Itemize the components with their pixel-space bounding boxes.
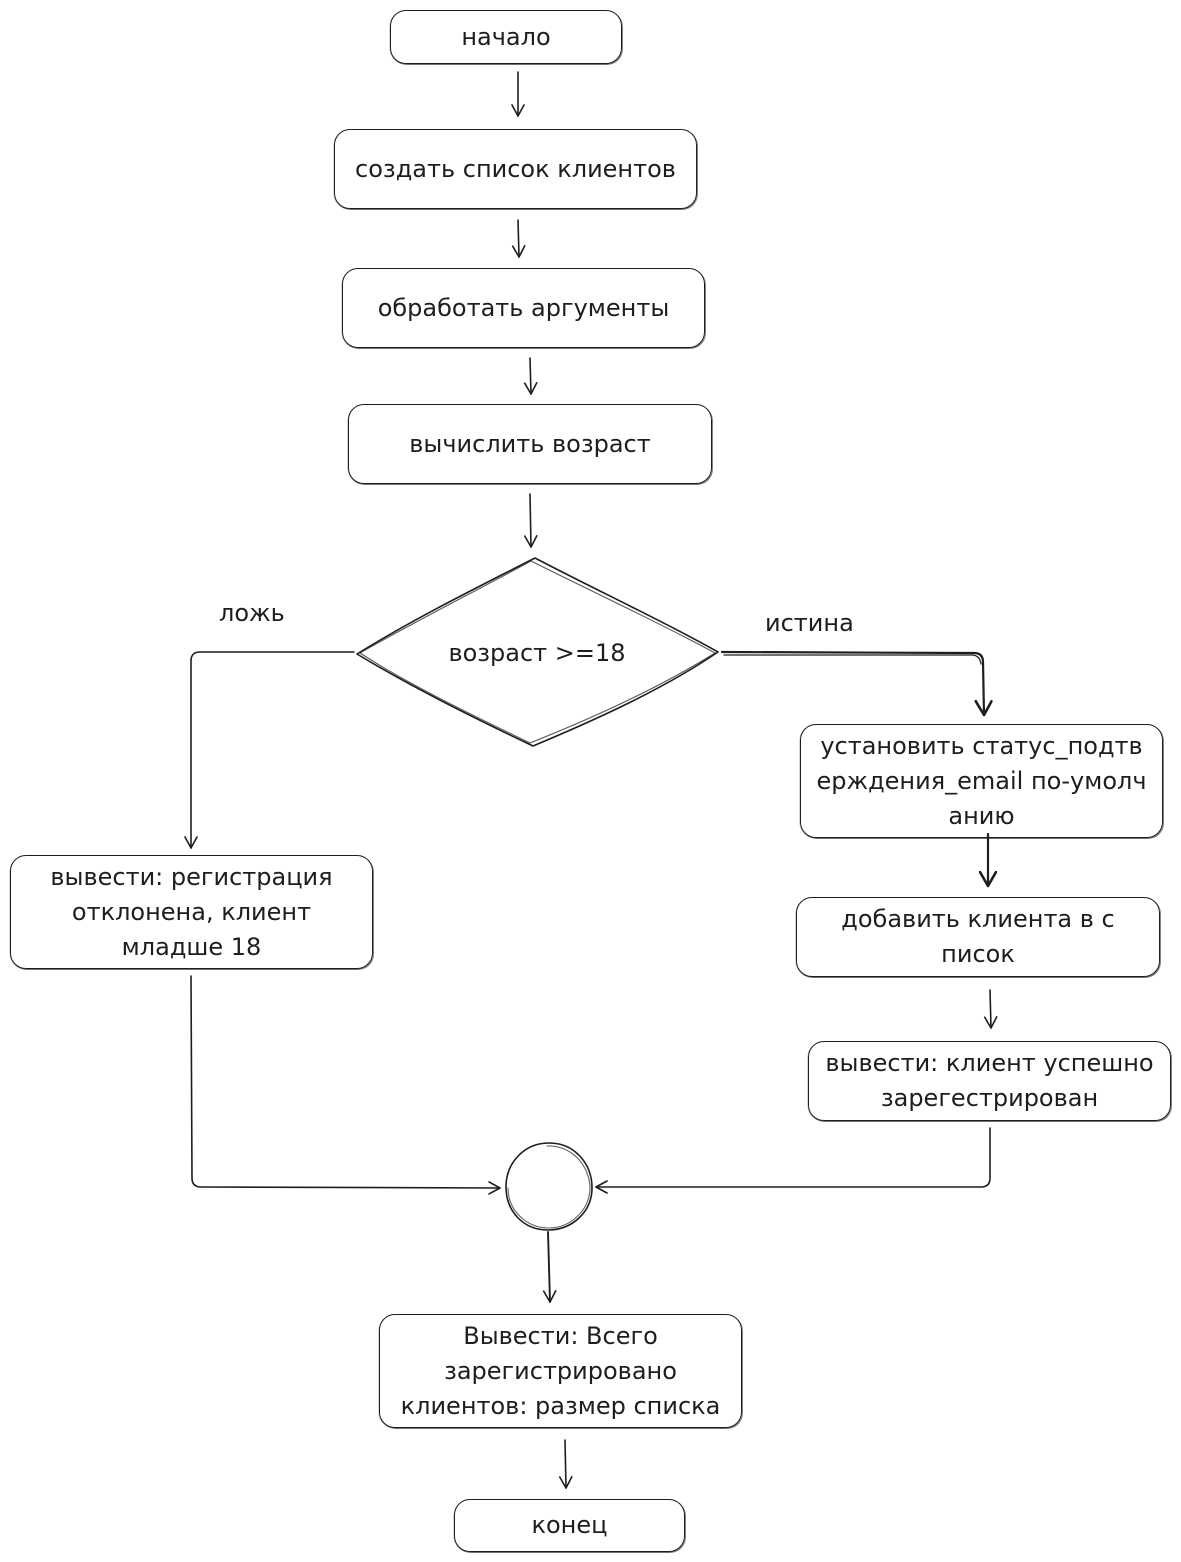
print-total-node: Вывести: Всего зарегистрировано клиентов…: [379, 1314, 742, 1428]
arrow-total-to-end: [558, 1439, 573, 1489]
merge-circle: [505, 1142, 593, 1231]
calc-age-node-label: вычислить возраст: [409, 429, 651, 458]
arrow-process-to-calc: [523, 357, 538, 395]
set-status-node: установить статус_подтверждения_email по…: [800, 724, 1163, 838]
start-node-label: начало: [461, 22, 551, 51]
print-success-node-label: вывести: клиент успешно зарегестрирован: [825, 1049, 1154, 1112]
arrow-success-to-merge: [595, 1127, 991, 1194]
print-total-node-label: Вывести: Всего зарегистрировано клиентов…: [400, 1321, 721, 1420]
create-list-node-label: создать список клиентов: [355, 154, 676, 183]
true-branch-label: истина: [765, 609, 854, 637]
decision-diamond: [356, 557, 719, 747]
arrow-merge-to-total: [542, 1231, 557, 1303]
create-list-node: создать список клиентов: [334, 129, 697, 209]
arrow-calc-to-decision: [523, 493, 538, 548]
process-args-node: обработать аргументы: [342, 268, 705, 348]
end-node-label: конец: [531, 1511, 608, 1539]
arrow-true-branch: [720, 650, 984, 715]
print-rejected-node-label: вывести: регистрация отклонена, клиент м…: [50, 862, 333, 961]
add-client-node: добавить клиента в список: [796, 897, 1160, 977]
arrow-false-branch: [184, 651, 355, 849]
arrow-rejected-to-merge: [190, 975, 501, 1195]
process-args-node-label: обработать аргументы: [377, 293, 670, 322]
print-success-node: вывести: клиент успешно зарегестрирован: [808, 1041, 1171, 1121]
add-client-node-label: добавить клиента в список: [841, 905, 1115, 968]
print-rejected-node: вывести: регистрация отклонена, клиент м…: [10, 855, 373, 969]
arrow-create-to-process: [511, 219, 526, 258]
arrow-add-to-success: [983, 989, 998, 1029]
false-branch-label: ложь: [219, 599, 285, 627]
decision-label: возраст >=18: [448, 639, 626, 667]
set-status-node-label: установить статус_подтверждения_email по…: [816, 731, 1147, 830]
calc-age-node: вычислить возраст: [348, 404, 712, 484]
start-node: начало: [390, 10, 622, 64]
end-node: конец: [454, 1499, 685, 1552]
